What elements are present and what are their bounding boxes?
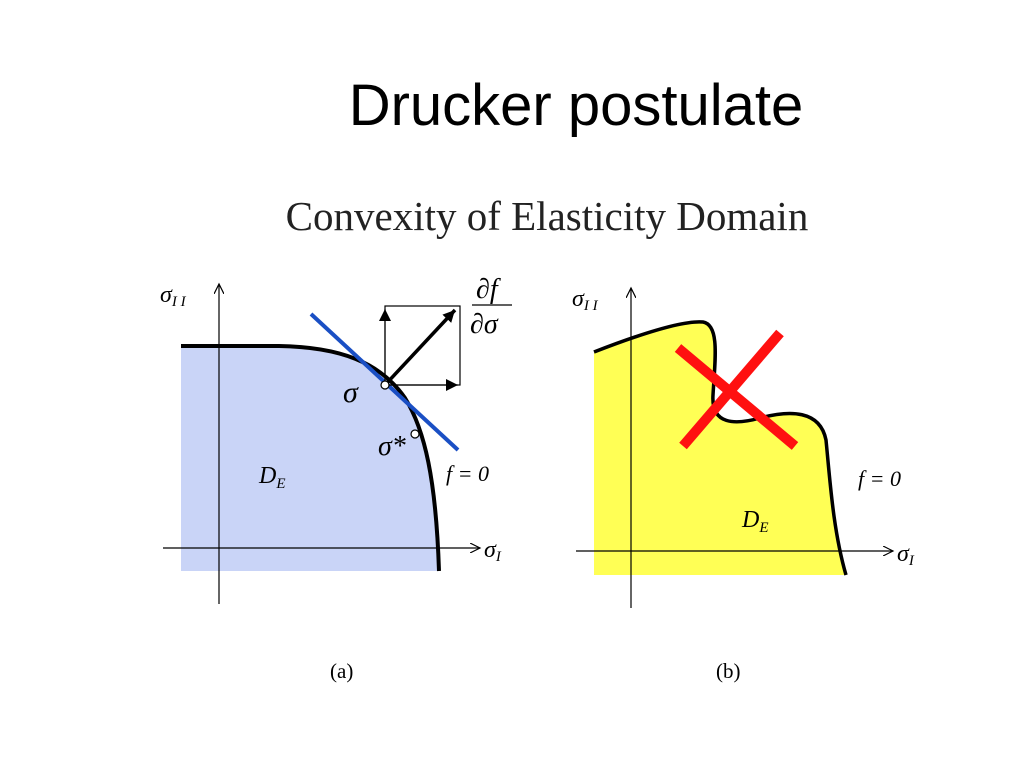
slide-title: Drucker postulate: [348, 73, 804, 138]
panel-a-domain-fill: [181, 348, 439, 571]
panel-b-domain-label: DE: [741, 507, 769, 536]
panel-b-x-axis-label: σI: [897, 541, 915, 569]
panel-a-stress-label: σ: [343, 376, 359, 409]
panel-a-gradient-denominator: ∂σ: [470, 309, 499, 340]
panel-a-stress-point: [380, 380, 390, 390]
panel-b-y-axis-label: σI I: [572, 286, 599, 314]
panel-a-yield-label: f = 0: [446, 461, 489, 486]
panel-a-y-axis-label: σI I: [160, 282, 187, 310]
panel-b-caption: (b): [716, 659, 741, 683]
panel-a-gradient-numerator: ∂f: [476, 274, 501, 305]
panel-b-yield-label: f = 0: [858, 466, 901, 491]
panel-b-cross-stroke-2: [679, 329, 784, 450]
panel-b-yield-curve: [593, 320, 848, 576]
slide-subtitle: Convexity of Elasticity Domain: [285, 193, 809, 239]
panel-a-stress-point-star: [410, 429, 420, 439]
panel-a-yield-curve: [181, 344, 441, 572]
panel-a-stress-star-label: σ*: [378, 431, 406, 462]
panel-a: σI I σI ∂f ∂σ σ σ* DE f = 0 (a): [160, 274, 512, 683]
panel-b: σI I σI f = 0 DE (b): [572, 286, 915, 683]
panel-a-gradient-arrow: [383, 308, 457, 387]
panel-a-caption: (a): [330, 659, 353, 683]
panel-a-x-axis-label: σI: [484, 537, 502, 565]
panel-b-domain-fill: [594, 321, 846, 575]
panel-b-cross-stroke-1: [674, 344, 799, 450]
panel-a-domain-label: DE: [258, 463, 286, 492]
